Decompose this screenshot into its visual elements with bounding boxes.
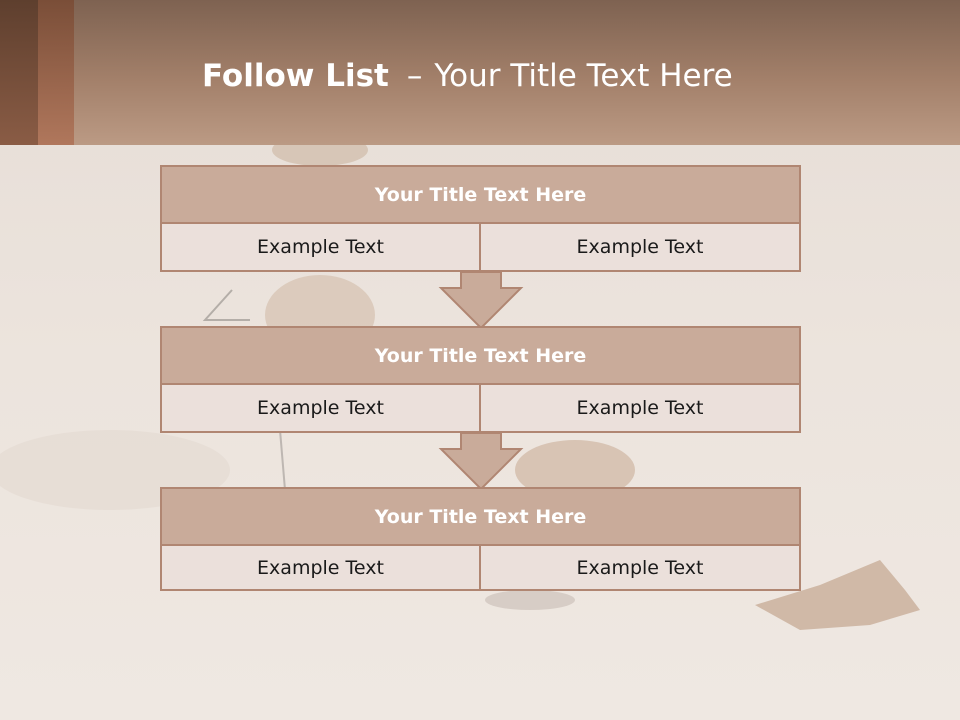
example-text-left: Example Text	[160, 383, 481, 433]
slide-title-separator: –	[406, 58, 423, 94]
down-arrow-icon	[438, 432, 524, 491]
header-bar	[0, 0, 960, 145]
example-text-right: Example Text	[479, 383, 801, 433]
example-text-left: Example Text	[160, 544, 481, 591]
slide-title-bold: Follow List	[202, 58, 389, 94]
slide-title-text: Your Title Text Here	[434, 58, 733, 94]
example-text-right: Example Text	[479, 544, 801, 591]
down-arrow-icon	[438, 271, 524, 330]
header-accent-strip	[0, 0, 38, 145]
example-text-left: Example Text	[160, 222, 481, 272]
block-title: Your Title Text Here	[160, 326, 801, 385]
slide-title: Follow List–Your Title Text Here	[202, 52, 733, 100]
example-text-right: Example Text	[479, 222, 801, 272]
block-title: Your Title Text Here	[160, 487, 801, 546]
header-accent-strip-light	[38, 0, 74, 145]
block-title: Your Title Text Here	[160, 165, 801, 224]
